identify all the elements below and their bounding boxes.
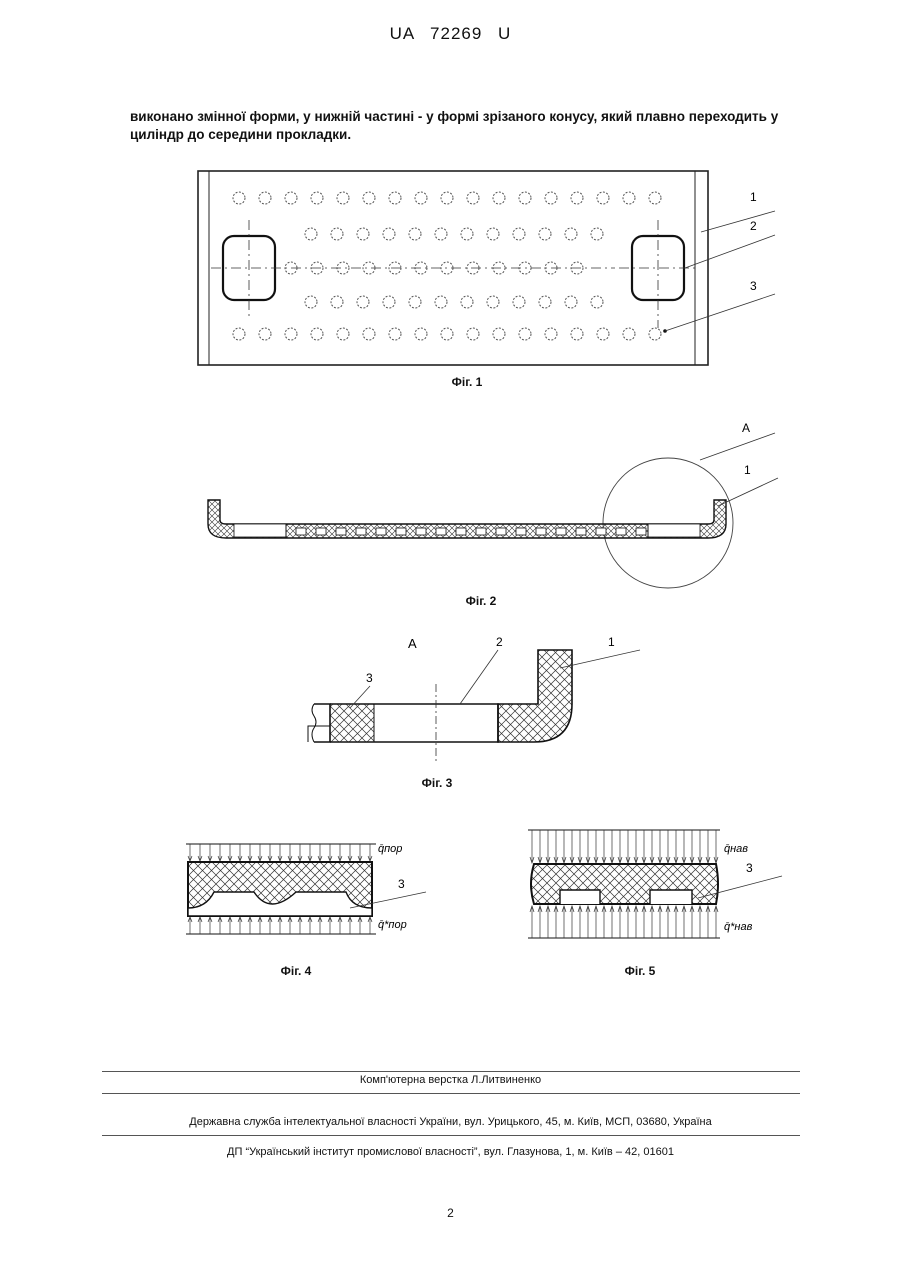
fig2-label-a: A	[742, 421, 750, 435]
hole	[305, 228, 317, 240]
hole	[441, 192, 453, 204]
figure-2-drawing: A 1	[200, 420, 800, 590]
hole	[415, 192, 427, 204]
figure-3-caption: Фіг. 3	[397, 776, 477, 790]
hole	[545, 328, 557, 340]
fig4-load-top: q̄пор	[378, 843, 402, 855]
hole	[519, 192, 531, 204]
hole	[623, 328, 635, 340]
figure-2-caption: Фіг. 2	[441, 594, 521, 608]
hole	[415, 328, 427, 340]
hole	[513, 296, 525, 308]
hole	[357, 296, 369, 308]
hole	[597, 192, 609, 204]
hole	[331, 228, 343, 240]
fig3-label-2: 2	[496, 635, 503, 649]
hole	[591, 296, 603, 308]
hole	[513, 228, 525, 240]
figure-5-caption: Фіг. 5	[600, 964, 680, 978]
hole	[363, 192, 375, 204]
fig5-label-3: 3	[746, 861, 753, 875]
hole	[597, 328, 609, 340]
fig1-label-2: 2	[750, 219, 757, 233]
hole	[389, 328, 401, 340]
hole	[571, 328, 583, 340]
hole	[649, 328, 661, 340]
hole	[259, 328, 271, 340]
fig3-label-3: 3	[366, 671, 373, 685]
figure-1-drawing: 1 2 3	[195, 168, 795, 373]
hole	[409, 296, 421, 308]
hole	[383, 296, 395, 308]
hole	[259, 192, 271, 204]
footer-institute: ДП “Український інститут промислової вла…	[0, 1146, 901, 1158]
hole	[285, 192, 297, 204]
hole	[331, 296, 343, 308]
hole	[233, 328, 245, 340]
hole	[285, 328, 297, 340]
hole	[571, 192, 583, 204]
hole	[233, 192, 245, 204]
hole	[311, 192, 323, 204]
page-number: 2	[0, 1206, 901, 1220]
hole	[623, 192, 635, 204]
hole	[389, 192, 401, 204]
figure-4-caption: Фіг. 4	[256, 964, 336, 978]
footer-divider	[102, 1093, 800, 1094]
fig3-view-a: A	[408, 636, 417, 651]
fig2-label-1: 1	[744, 463, 751, 477]
hole	[519, 328, 531, 340]
hole	[409, 228, 421, 240]
hole	[591, 228, 603, 240]
hole	[545, 192, 557, 204]
hole	[357, 228, 369, 240]
hole	[337, 328, 349, 340]
fig1-hole-pattern	[233, 192, 661, 340]
figure-4-drawing: q̄пор 3 q̄*пор	[180, 830, 440, 950]
hole	[649, 192, 661, 204]
hole	[487, 296, 499, 308]
hole	[435, 228, 447, 240]
hole	[539, 228, 551, 240]
hole	[493, 328, 505, 340]
fig5-load-top: q̄нав	[724, 843, 748, 855]
patent-number: UA 72269 U	[0, 24, 901, 44]
hole	[383, 228, 395, 240]
figure-3-drawing: A 2 1 3	[290, 630, 730, 770]
footer-agency: Державна служба інтелектуальної власност…	[0, 1116, 901, 1128]
figure-5-drawing: q̄нав 3 q̄*нав	[520, 820, 800, 950]
hole	[435, 296, 447, 308]
hole	[467, 328, 479, 340]
footer-layout-credit: Комп'ютерна верстка Л.Литвиненко	[0, 1074, 901, 1086]
figure-1-caption: Фіг. 1	[427, 375, 507, 389]
hole	[565, 228, 577, 240]
hole	[539, 296, 551, 308]
hole	[311, 328, 323, 340]
fig5-load-bottom: q̄*нав	[724, 921, 753, 933]
intro-paragraph: виконано змінної форми, у нижній частині…	[130, 108, 820, 144]
footer-divider	[102, 1071, 800, 1072]
fig1-label-3: 3	[750, 279, 757, 293]
fig4-load-bottom: q̄*пор	[378, 919, 407, 931]
hole	[487, 228, 499, 240]
hole	[363, 328, 375, 340]
hole	[305, 296, 317, 308]
hole	[461, 228, 473, 240]
fig1-label-1: 1	[750, 190, 757, 204]
fig4-label-3: 3	[398, 877, 405, 891]
hole	[461, 296, 473, 308]
hole	[493, 192, 505, 204]
hole	[441, 328, 453, 340]
footer-divider	[102, 1135, 800, 1136]
hole	[337, 192, 349, 204]
hole	[565, 296, 577, 308]
fig3-label-1: 1	[608, 635, 615, 649]
hole	[467, 192, 479, 204]
